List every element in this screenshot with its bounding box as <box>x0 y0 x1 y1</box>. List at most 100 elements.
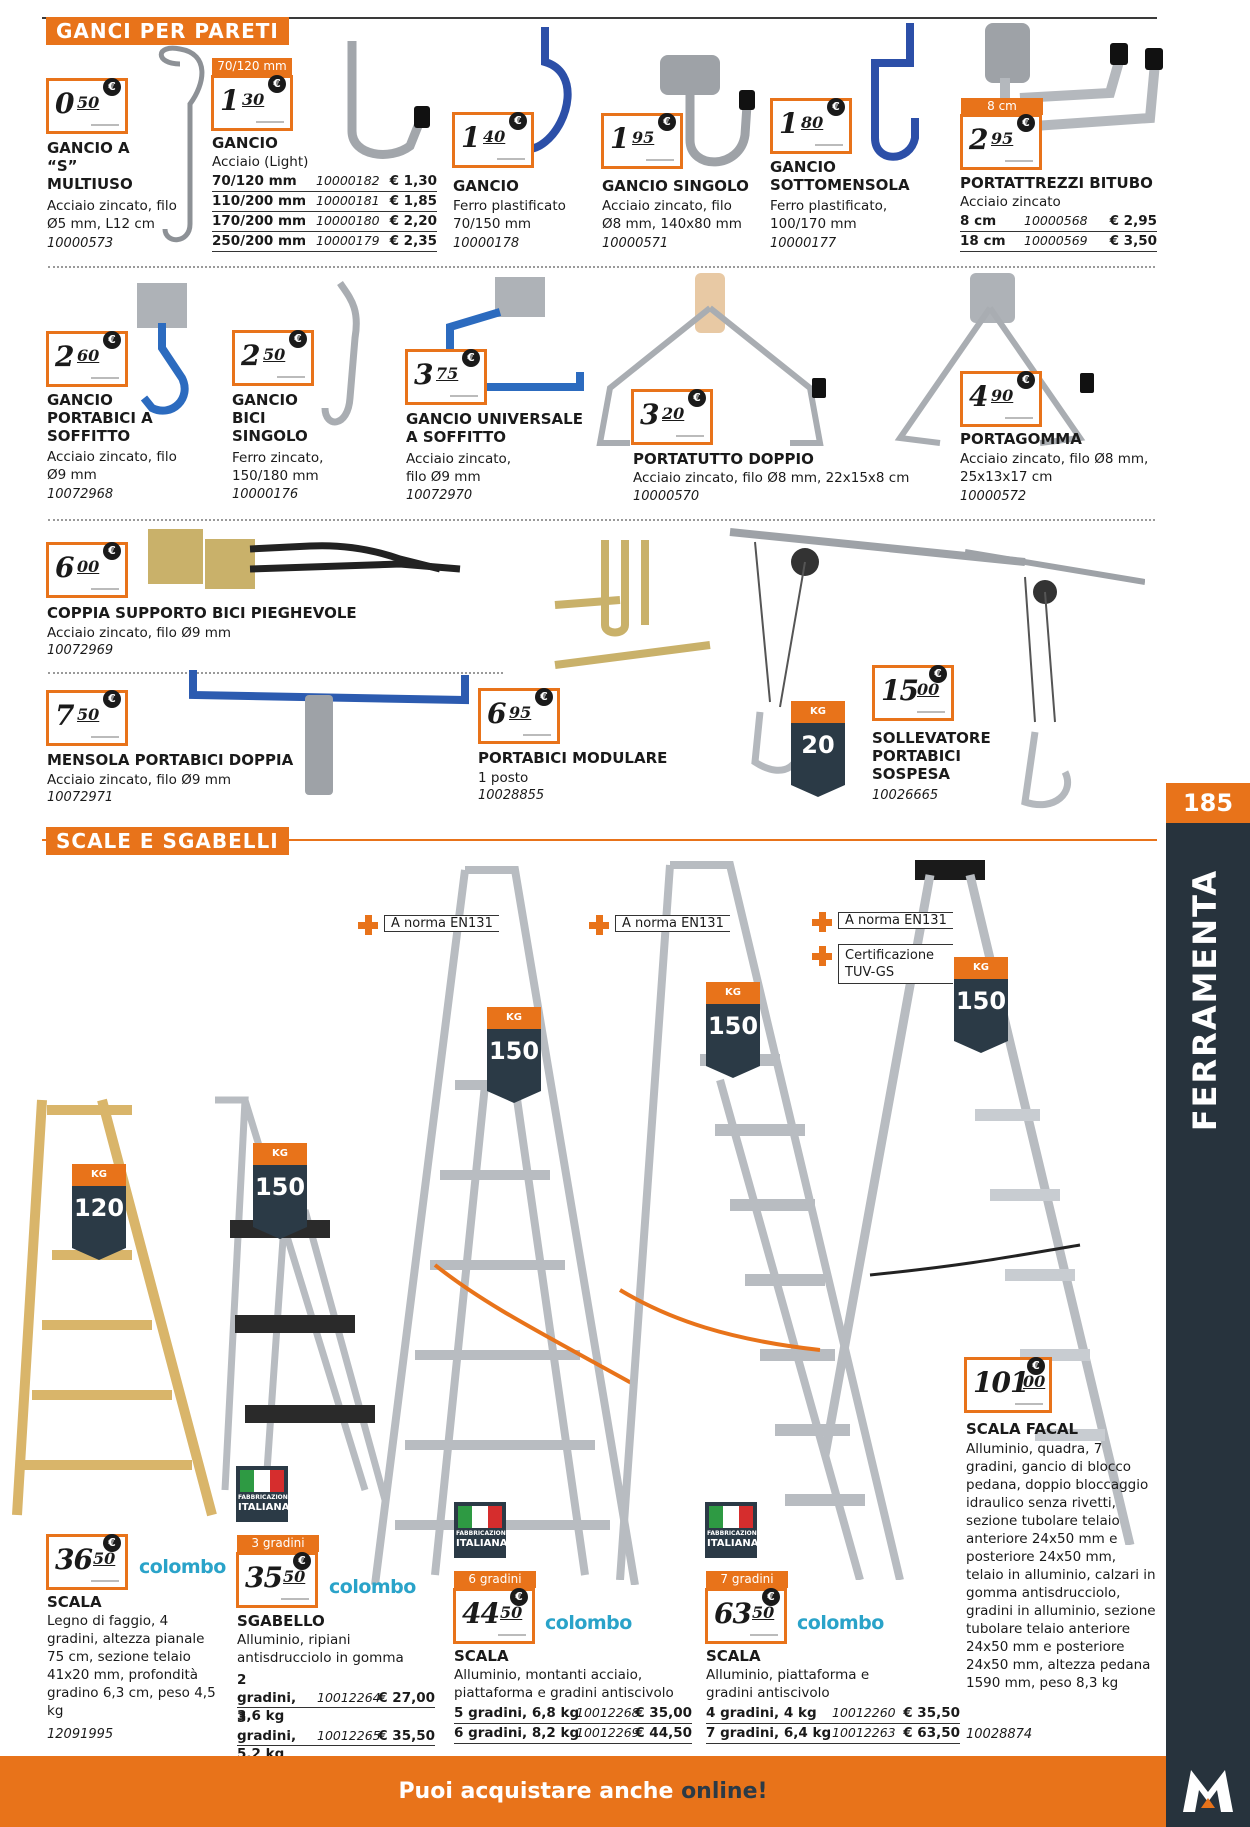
euro-icon: € <box>103 542 121 560</box>
product-description: Ferro zincato, 150/180 mm <box>232 450 324 484</box>
category-label: FERRAMENTA <box>1186 868 1224 1132</box>
folding-bike-support-image <box>148 529 461 589</box>
product-name: SCALA <box>454 1647 509 1665</box>
footer-text: Puoi acquistare anche <box>398 1779 682 1804</box>
euro-icon: € <box>103 78 121 96</box>
product-code: 10072970 <box>406 488 473 503</box>
brand-logo: colombo <box>139 1556 226 1578</box>
euro-icon: € <box>1027 1357 1045 1375</box>
euro-icon: € <box>103 1534 121 1552</box>
euro-icon: € <box>827 98 845 116</box>
online-link[interactable]: online! <box>681 1779 768 1804</box>
euro-icon: € <box>929 665 947 683</box>
product-name: GANCIO UNIVERSALE A SOFFITTO <box>406 410 583 446</box>
ceiling-hook-image <box>137 283 189 415</box>
euro-icon: € <box>103 331 121 349</box>
euro-icon: € <box>688 389 706 407</box>
certification-tag: A norma EN131 <box>810 910 953 934</box>
product-code: 10000177 <box>770 236 837 251</box>
product-description: Ferro plastificato 70/150 mm <box>453 198 566 232</box>
euro-icon: € <box>268 75 286 93</box>
page-number: 185 <box>1166 783 1250 823</box>
product-description: Acciaio (Light) <box>212 154 309 170</box>
product-name: GANCIO <box>212 134 278 152</box>
product-name: PORTAGOMMA <box>960 430 1082 448</box>
product-description: 1 posto <box>478 770 529 786</box>
product-description: Acciaio zincato, filo Ø9 mm <box>47 449 177 483</box>
plus-icon <box>810 910 834 934</box>
brand-logo: colombo <box>545 1612 632 1634</box>
modular-bike-rack-image <box>554 540 711 669</box>
product-description: Acciaio zincato, filo Ø8 mm, 25x13x17 cm <box>960 451 1149 485</box>
product-code: 10028874 <box>966 1727 1033 1742</box>
certification-tag: A norma EN131 <box>356 913 499 937</box>
section-title-hooks: GANCI PER PARETI <box>46 17 289 45</box>
product-code: 12091995 <box>47 1727 114 1742</box>
double-bike-bracket-image <box>189 670 469 795</box>
product-description: Alluminio, montanti acciaio, piattaforma… <box>454 1667 674 1701</box>
product-description: Acciaio zincato, filo Ø5 mm, L12 cm <box>47 198 177 232</box>
hook-image <box>660 55 755 167</box>
product-description: Alluminio, ripiani antisdrucciolo in gom… <box>237 1632 404 1666</box>
footer-bar <box>0 1756 1166 1827</box>
product-code: 10000571 <box>602 236 669 251</box>
euro-icon: € <box>509 112 527 130</box>
product-description: Alluminio, piattaforma e gradini antisci… <box>706 1667 870 1701</box>
size-label: 8 cm <box>961 98 1043 115</box>
product-name: PORTATTREZZI BITUBO <box>960 174 1153 192</box>
product-name: PORTABICI MODULARE <box>478 749 668 767</box>
divider <box>48 672 503 674</box>
category-sidebar <box>1166 783 1250 1827</box>
product-name: SCALA FACAL <box>966 1420 1079 1438</box>
euro-icon: € <box>103 690 121 708</box>
product-code: 10000570 <box>633 489 700 504</box>
certification-tag: Certificazione TUV-GS <box>810 944 953 984</box>
brand-logo: colombo <box>329 1576 416 1598</box>
product-code: 10026665 <box>872 788 939 803</box>
product-description: Alluminio, quadra, 7 gradini, gancio di … <box>966 1441 1156 1691</box>
product-name: MENSOLA PORTABICI DOPPIA <box>47 751 294 769</box>
tire-holder-image <box>894 273 1094 446</box>
product-description: Acciaio zincato, filo Ø9 mm <box>47 625 232 641</box>
plus-icon <box>810 944 834 968</box>
size-label: 3 gradini <box>237 1535 319 1552</box>
size-label: 70/120 mm <box>212 58 292 75</box>
product-name: GANCIO BICI SINGOLO <box>232 391 308 445</box>
section-title-ladders: SCALE E SGABELLI <box>46 827 289 855</box>
product-name: GANCIO PORTABICI A SOFFITTO <box>47 391 153 445</box>
product-name: SCALA <box>706 1647 761 1665</box>
product-name: COPPIA SUPPORTO BICI PIEGHEVOLE <box>47 604 357 622</box>
section-rule <box>42 17 1157 19</box>
footer-cta[interactable]: Puoi acquistare anche online! <box>0 1756 1166 1827</box>
product-description: Acciaio zincato, filo Ø9 mm <box>406 451 512 485</box>
product-code: 10028855 <box>478 788 545 803</box>
divider <box>48 519 1155 521</box>
product-name: GANCIO SOTTOMENSOLA <box>770 158 910 194</box>
bike-lift-image <box>729 528 1145 809</box>
